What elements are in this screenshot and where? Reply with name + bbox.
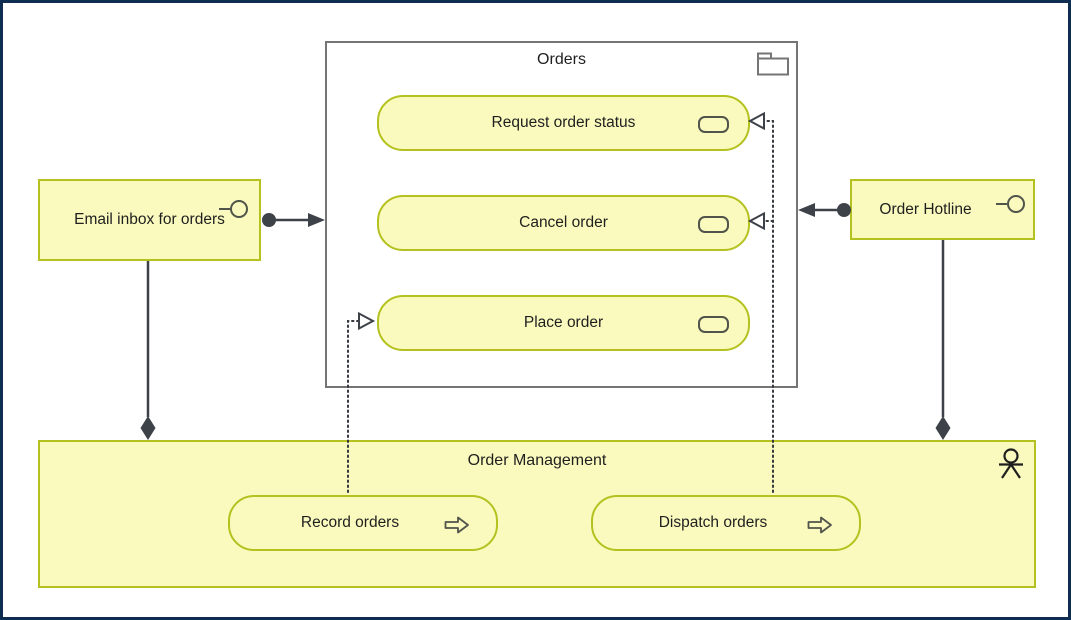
assignment-order-hotline-to-orders[interactable] [798, 203, 851, 217]
interface-order-hotline[interactable]: Order Hotline [850, 179, 1035, 240]
folder-icon [757, 52, 789, 76]
process-record-orders[interactable]: Record orders [228, 495, 498, 551]
service-label: Cancel order [519, 214, 608, 232]
process-label: Dispatch orders [658, 514, 768, 532]
assignment-email-inbox-to-orders[interactable] [262, 213, 325, 227]
service-pill-icon [698, 316, 729, 333]
lollipop-icon [219, 200, 248, 218]
service-pill-icon [698, 116, 729, 133]
lollipop-icon [996, 195, 1025, 213]
interface-label: Email inbox for orders [74, 211, 225, 229]
process-label: Record orders [300, 514, 400, 532]
service-place-order[interactable]: Place order [377, 295, 750, 351]
interface-label: Order Hotline [879, 200, 972, 218]
service-label: Place order [523, 314, 604, 332]
composition-order-management-email-inbox[interactable] [140, 261, 156, 440]
actor-order-management[interactable]: Order Management Record orders Dispatch … [38, 440, 1036, 588]
package-title: Orders [537, 51, 586, 68]
service-request-order-status[interactable]: Request order status [377, 95, 750, 151]
person-icon [999, 448, 1023, 479]
service-cancel-order[interactable]: Cancel order [377, 195, 750, 251]
process-dispatch-orders[interactable]: Dispatch orders [591, 495, 861, 551]
composition-order-management-order-hotline[interactable] [935, 240, 951, 440]
arrow-right-icon [807, 516, 832, 534]
arrow-right-icon [444, 516, 469, 534]
orders-package[interactable]: Orders Request order status Cancel order… [325, 41, 798, 388]
service-label: Request order status [491, 114, 636, 132]
service-pill-icon [698, 216, 729, 233]
actor-title: Order Management [467, 452, 607, 469]
interface-email-inbox[interactable]: Email inbox for orders [38, 179, 261, 261]
